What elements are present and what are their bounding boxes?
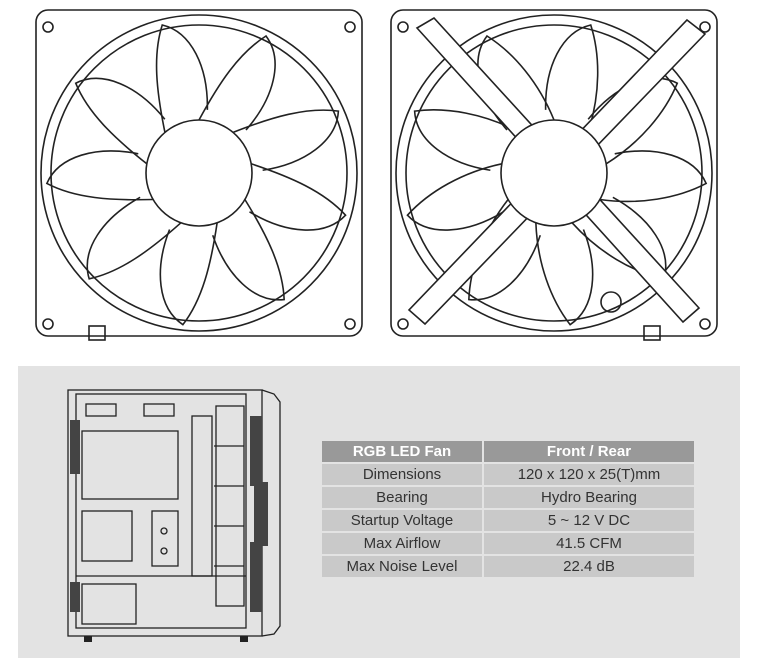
fan-rear-illustration: [390, 9, 718, 341]
table-row: Bearing Hydro Bearing: [322, 487, 694, 508]
spec-label: Max Airflow: [322, 533, 484, 554]
spec-value: 5 ~ 12 V DC: [484, 510, 694, 531]
spec-value: 22.4 dB: [484, 556, 694, 577]
pc-case-illustration: [67, 389, 281, 642]
table-row: Max Noise Level 22.4 dB: [322, 556, 694, 577]
spec-value: 41.5 CFM: [484, 533, 694, 554]
table-row: Startup Voltage 5 ~ 12 V DC: [322, 510, 694, 531]
header-cell-position: Front / Rear: [484, 441, 694, 462]
spec-value: Hydro Bearing: [484, 487, 694, 508]
header-cell-product: RGB LED Fan: [322, 441, 484, 462]
spec-label: Startup Voltage: [322, 510, 484, 531]
table-row: Dimensions 120 x 120 x 25(T)mm: [322, 464, 694, 485]
spec-label: Max Noise Level: [322, 556, 484, 577]
spec-panel: RGB LED Fan Front / Rear Dimensions 120 …: [18, 366, 740, 658]
spec-value: 120 x 120 x 25(T)mm: [484, 464, 694, 485]
fan-front-illustration: [35, 9, 363, 341]
spec-label: Bearing: [322, 487, 484, 508]
table-header-row: RGB LED Fan Front / Rear: [322, 441, 694, 462]
table-row: Max Airflow 41.5 CFM: [322, 533, 694, 554]
spec-label: Dimensions: [322, 464, 484, 485]
fan-spec-table: RGB LED Fan Front / Rear Dimensions 120 …: [322, 439, 694, 579]
